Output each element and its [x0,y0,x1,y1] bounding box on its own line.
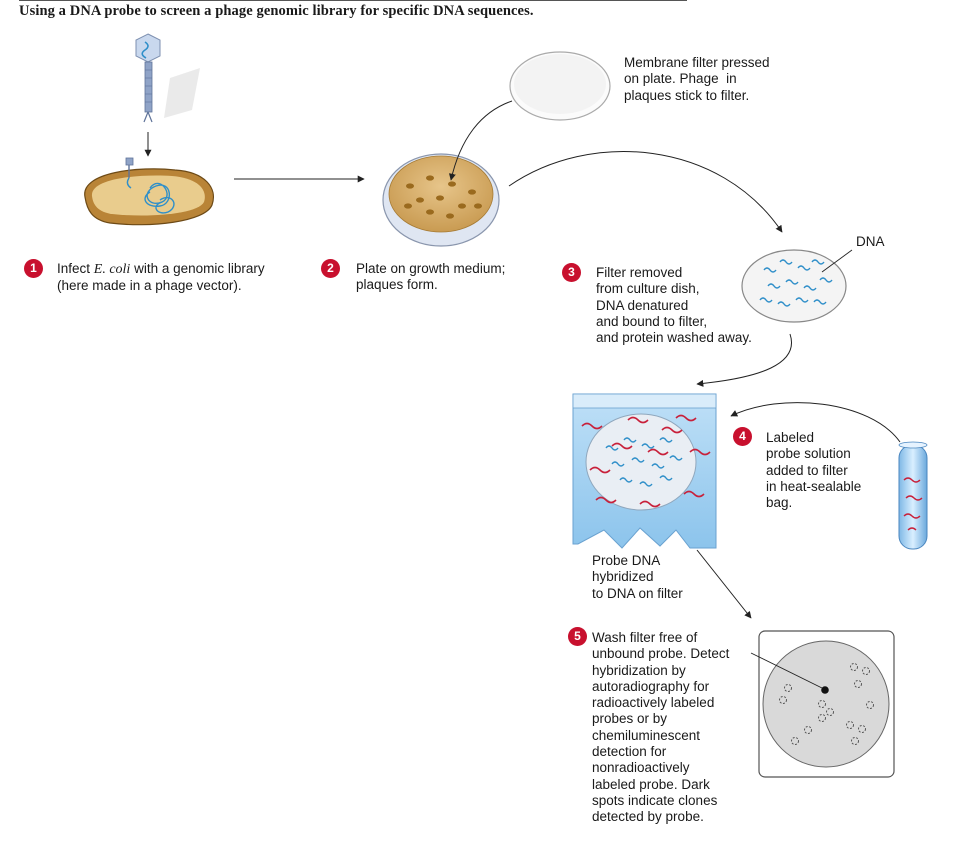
step-5-line: chemiluminescent [592,727,701,743]
dna-filter [741,249,853,323]
step-3-line: and protein washed away. [596,330,752,346]
step-4-line: bag. [766,495,793,511]
step-3-badge: 3 [562,263,581,282]
step-5-line: hybridization by [592,662,686,678]
step-5-line: labeled probe. Dark [592,776,710,792]
step-3-line: from culture dish, [596,281,700,297]
step-5-badge: 5 [568,627,587,646]
step-1-badge: 1 [24,259,43,278]
hybridized-line: to DNA on filter [592,585,683,601]
step-5-line: autoradiography for [592,678,710,694]
step-1-text: Infect E. coli with a genomic library (he… [57,261,265,295]
title-rule [19,0,687,1]
figure-title: Using a DNA probe to screen a phage geno… [19,3,534,19]
step-2-text: Plate on growth medium;plaques form. [356,261,505,294]
step-1-text-c: (here made in a phage vector). [57,278,242,294]
step-5-line: Wash filter free of [592,630,698,645]
step-5-line: spots indicate clones [592,792,718,808]
arrow-filter-to-bag [696,333,792,387]
membrane-line: Membrane filter pressed [624,55,770,70]
step-2-badge: 2 [321,259,340,278]
arrow-plate-to-filter [508,151,783,233]
hybridized-line: Probe DNA [592,553,661,568]
step-5-line: detection for [592,744,667,760]
membrane-line: plaques stick to filter. [624,87,750,103]
step-4-line: added to filter [766,462,848,478]
step-5-line: detected by probe. [592,809,704,825]
ecoli-cell [84,157,214,226]
step-5-line: unbound probe. Detect [592,646,730,662]
step-2-line: plaques form. [356,277,438,293]
heat-sealable-bag [572,393,717,549]
hybridized-line: hybridized [592,569,654,585]
arrow-tube-to-bag [730,402,901,443]
membrane-filter [509,51,611,121]
step-4-line: in heat-sealable [766,478,862,494]
step-5-line: radioactively labeled [592,695,715,711]
step-4-line: probe solution [766,446,851,462]
culture-plate [382,153,500,247]
step-4-badge: 4 [733,427,752,446]
step-1-text-a: Infect [57,261,94,276]
step-3-line: DNA denatured [596,297,689,313]
step-2-line: Plate on growth medium; [356,261,506,276]
phage-illustration [135,33,200,157]
step-3-line: and bound to filter, [596,313,708,329]
arrow-membrane-to-plate [448,100,513,181]
membrane-line: on plate. Phage in [624,71,737,87]
ecoli-italic: E. coli [93,262,131,277]
step-4-line: Labeled [766,430,815,445]
step-1-text-b: with a genomic library [130,261,265,276]
dna-label: DNA [856,234,885,249]
step-5-line: probes or by [592,711,668,727]
probe-test-tube [898,441,928,550]
autoradiograph-film [750,630,895,778]
step-3-line: Filter removed [596,265,683,280]
step-5-line: nonradioactively [592,760,690,776]
arrow-bag-to-film [696,549,752,619]
